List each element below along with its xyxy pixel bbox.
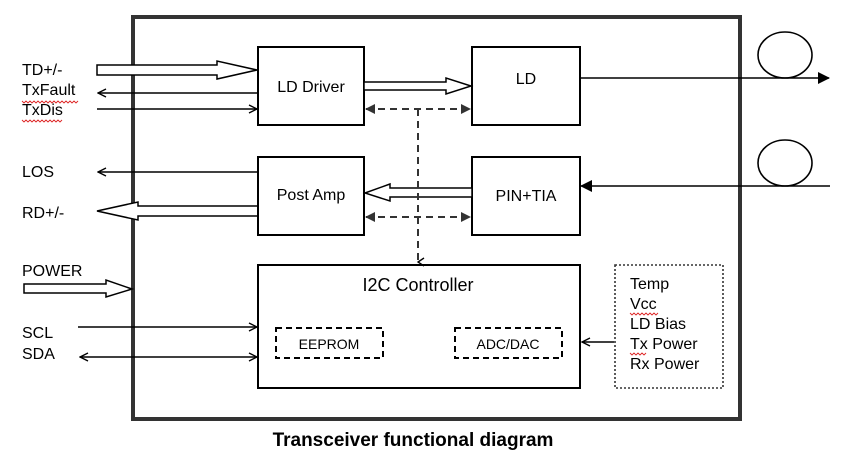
adc-dac-label: ADC/DAC — [476, 336, 539, 352]
spellcheck-underline — [629, 312, 659, 316]
ld-driver-block — [257, 46, 365, 126]
label-td: TD+/- — [22, 62, 62, 79]
ld-label: LD — [516, 71, 536, 88]
pin-tia-label: PIN+TIA — [496, 188, 557, 205]
i2c-controller-label: I2C Controller — [362, 275, 473, 295]
rd-bus-arrow — [96, 201, 259, 221]
post-amp-label: Post Amp — [277, 187, 346, 204]
pin-tia-block — [471, 156, 581, 236]
label-txdis: TxDis — [22, 102, 63, 119]
diagram-title: Transceiver functional diagram — [273, 430, 554, 451]
monitor-box — [614, 264, 724, 389]
label-scl: SCL — [22, 325, 53, 342]
ld-driver-label: LD Driver — [277, 79, 345, 96]
label-txfault: TxFault — [22, 82, 76, 99]
label-los: LOS — [22, 164, 54, 181]
tx-fiber-icon — [757, 31, 813, 79]
power-arrow — [23, 278, 135, 299]
spellcheck-underline — [629, 352, 647, 356]
monitor-item: LD Bias — [630, 316, 686, 333]
monitor-item: Temp — [630, 276, 669, 293]
monitor-item: Tx Power — [630, 336, 698, 353]
spellcheck-underline — [21, 100, 79, 104]
i2c-controller-block — [257, 264, 581, 389]
ld-block — [471, 46, 581, 126]
eeprom-block — [275, 327, 384, 359]
driver-to-ld-arrow — [363, 76, 474, 96]
label-rd: RD+/- — [22, 205, 64, 222]
rx-fiber-icon — [757, 139, 813, 187]
label-sda: SDA — [22, 346, 55, 363]
monitor-item: Vcc — [630, 296, 657, 313]
label-power: POWER — [22, 263, 82, 280]
eeprom-label: EEPROM — [299, 336, 360, 352]
monitor-item: Rx Power — [630, 356, 700, 373]
adc-dac-block — [454, 327, 563, 359]
tia-to-postamp-arrow — [362, 182, 473, 203]
post-amp-block — [257, 156, 365, 236]
td-bus-arrow — [96, 60, 258, 80]
spellcheck-underline — [21, 119, 63, 123]
